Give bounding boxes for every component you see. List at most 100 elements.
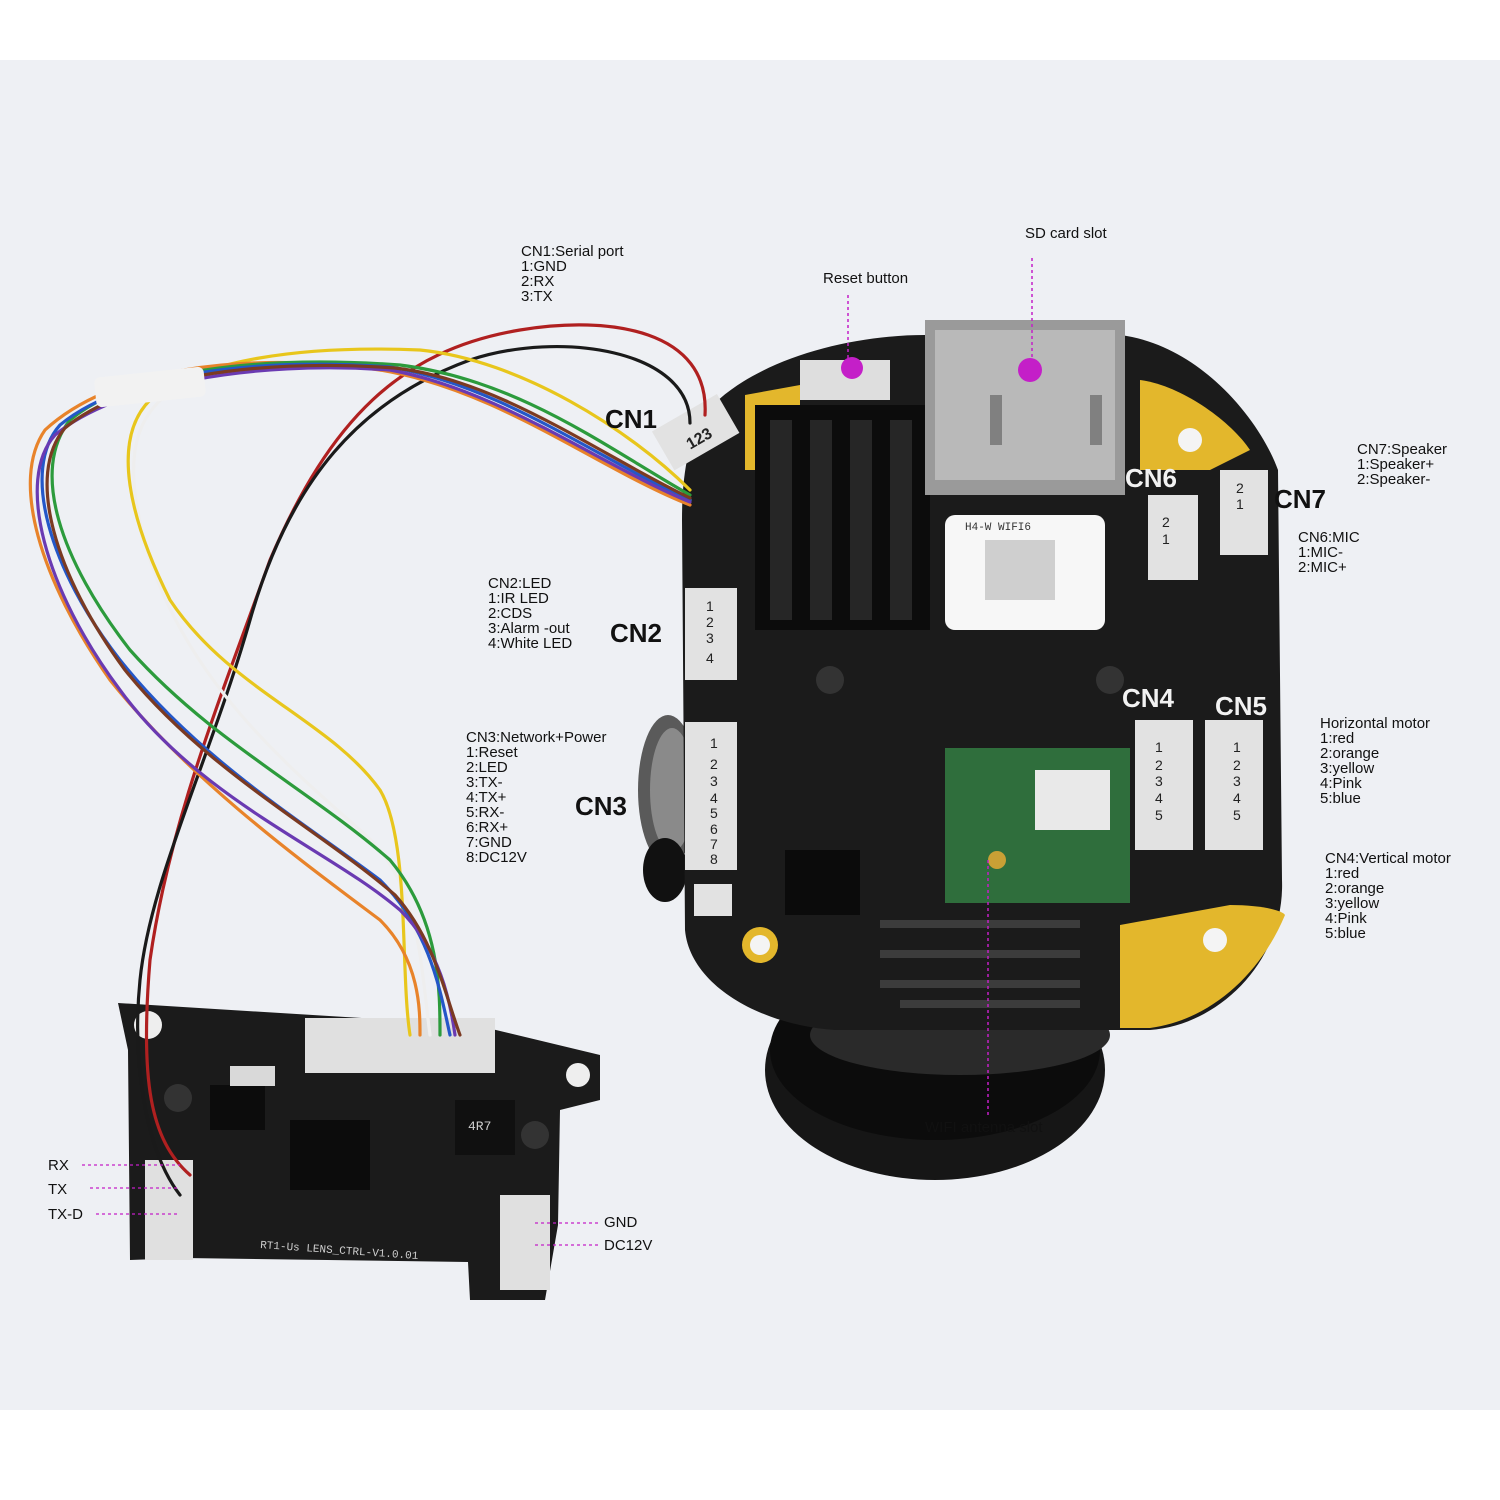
cn6-pin-1: 1 (1162, 531, 1170, 547)
cn4-tag: CN4 (1122, 683, 1175, 713)
cn4-pin-5: 5 (1155, 807, 1163, 823)
horizontal-line: 5:blue (1320, 790, 1361, 807)
cn3-line: 6:RX+ (466, 819, 508, 836)
mount-hole (164, 1084, 192, 1112)
gnd-label: GND (604, 1214, 638, 1231)
screw (816, 666, 844, 694)
sticker-text: H4-W WIFI6 (965, 522, 1031, 534)
cn2-line: 1:IR LED (488, 590, 549, 607)
markers (82, 258, 1042, 1246)
screw (1096, 666, 1124, 694)
cn3-pin-3: 3 (710, 773, 718, 789)
cn7-line: 1:Speaker+ (1357, 456, 1434, 473)
wire-purple (35, 366, 692, 1037)
cn5-pin-4: 4 (1233, 790, 1241, 806)
inductor (455, 1100, 515, 1155)
pad-array (880, 920, 1080, 1008)
cn2-tag: CN2 (610, 618, 662, 648)
rx-label: RX (48, 1157, 69, 1174)
cn6-connector (1148, 495, 1198, 580)
power-connector (500, 1195, 550, 1290)
cn3-pin-7: 7 (710, 836, 718, 852)
cn4-pin-3: 3 (1155, 773, 1163, 789)
cn1-tag: CN1 (605, 404, 657, 434)
cn3-line: 8:DC12V (466, 849, 527, 866)
wire-yellow (126, 347, 692, 1037)
regulator (210, 1085, 265, 1130)
tx-label: TX (48, 1181, 67, 1198)
wifi-module (945, 748, 1130, 903)
sd-card-slot-metal (925, 320, 1125, 495)
horizontal-title: Horizontal motor (1320, 715, 1430, 732)
cn1-title: CN1:Serial port (521, 243, 624, 260)
reset-button-label: Reset button (823, 270, 908, 287)
txd-label: TX-D (48, 1206, 83, 1223)
qr-sticker: H4-W WIFI6 (945, 515, 1105, 630)
cn7-tag: CN7 (1274, 484, 1326, 514)
cn2-line: 2:CDS (488, 605, 532, 622)
cn7-line: 2:Speaker- (1357, 471, 1430, 488)
reset-marker (841, 357, 863, 379)
cn3-pin-6: 6 (710, 821, 718, 837)
cn5-pin-1: 1 (1233, 739, 1241, 755)
ir-led-lamp (638, 715, 698, 902)
vertical-line: 2:orange (1325, 880, 1384, 897)
cn2-connector (685, 588, 737, 680)
horizontal-line: 3:yellow (1320, 760, 1374, 777)
cn5-connector (1205, 720, 1263, 850)
cn3-line: 5:RX- (466, 804, 504, 821)
mount-hole (566, 1063, 590, 1087)
callout-cn7: CN7:Speaker 1:Speaker+ 2:Speaker- (1357, 441, 1447, 488)
cn4-pin-2: 2 (1155, 757, 1163, 773)
callout-cn6: CN6:MIC 1:MIC- 2:MIC+ (1298, 529, 1360, 576)
wire-header (305, 1018, 495, 1073)
cn5-pin-2: 2 (1233, 757, 1241, 773)
wire-orange (28, 360, 692, 1037)
wire-harness (28, 323, 707, 1197)
vertical-line: 3:yellow (1325, 895, 1379, 912)
sd-card-slot-label: SD card slot (1025, 225, 1108, 242)
wire-black (136, 345, 692, 1197)
wire-sleeve (94, 366, 206, 408)
cn6-line: 1:MIC- (1298, 544, 1343, 561)
cn5-tag: CN5 (1215, 691, 1267, 721)
cn2-pin-2: 2 (706, 614, 714, 630)
horizontal-line: 1:red (1320, 730, 1354, 747)
cn2-pin-4: 4 (706, 650, 714, 666)
cn3-pin-1: 1 (710, 735, 718, 751)
callout-horizontal-motor: Horizontal motor 1:red 2:orange 3:yellow… (1320, 715, 1430, 807)
cn3-connector (685, 722, 737, 870)
wire-brown (45, 363, 692, 1037)
callout-cn1: CN1:Serial port 1:GND 2:RX 3:TX (521, 243, 624, 305)
gold-pad (1140, 380, 1250, 470)
mount-hole (521, 1121, 549, 1149)
cn3-title: CN3:Network+Power (466, 729, 606, 746)
antenna-connector (988, 851, 1006, 869)
cn2-line: 4:White LED (488, 635, 572, 652)
cn2-title: CN2:LED (488, 575, 552, 592)
cn1-line: 2:RX (521, 273, 554, 290)
heatsink (755, 405, 930, 630)
small-board: 4R7 RT1-Us LENS_CTRL-V1.0.01 (118, 1003, 600, 1300)
cn3-pin-5: 5 (710, 805, 718, 821)
main-pcb: H4-W WIFI6 (682, 320, 1285, 1030)
vertical-line: 5:blue (1325, 925, 1366, 942)
mount-hole (1178, 428, 1202, 452)
ic-chip (290, 1120, 370, 1190)
mount-hole (1203, 928, 1227, 952)
cn5-pin-5: 5 (1233, 807, 1241, 823)
horizontal-line: 2:orange (1320, 745, 1379, 762)
cn6-pin-2: 2 (1162, 514, 1170, 530)
cn6-tag: CN6 (1125, 463, 1177, 493)
cn2-pin-1: 1 (706, 598, 714, 614)
cn1-line: 1:GND (521, 258, 567, 275)
gold-pad (1120, 905, 1285, 1028)
callout-cn2: CN2:LED 1:IR LED 2:CDS 3:Alarm -out 4:Wh… (488, 575, 572, 652)
mount-hole (750, 935, 770, 955)
inductor-code: 4R7 (468, 1119, 491, 1134)
smd-part (230, 1066, 275, 1086)
cn3-line: 3:TX- (466, 774, 503, 791)
cn3-line: 2:LED (466, 759, 508, 776)
cn3-pin-2: 2 (710, 756, 718, 772)
